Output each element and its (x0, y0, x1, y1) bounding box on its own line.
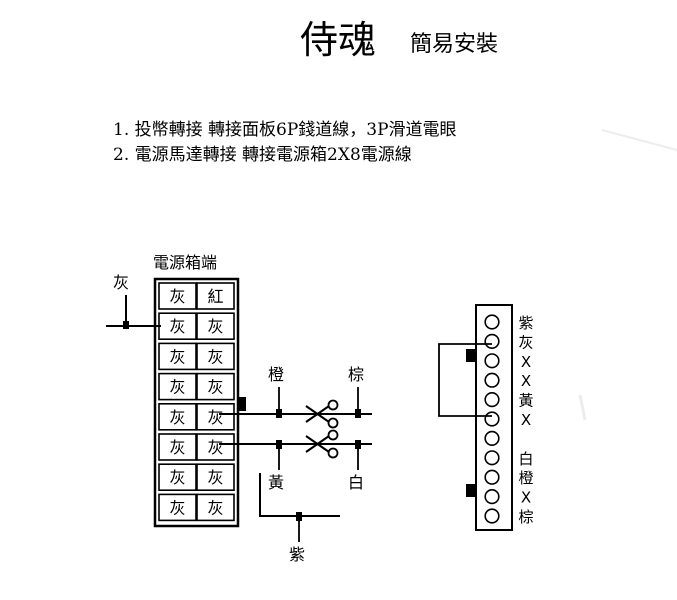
connector-pin (484, 450, 500, 466)
terminal-cell (196, 463, 235, 492)
terminal-cell-label: 灰 (169, 378, 185, 397)
install-step-1: 1. 投幣轉接 轉接面板6P錢道線，3P滑道電眼 (113, 120, 457, 140)
wire-yellow-joint (276, 440, 282, 449)
terminal-cell-label: 灰 (207, 347, 223, 366)
terminal-cell-label: 灰 (169, 317, 185, 336)
wire-purple-joint (296, 512, 302, 521)
connector-pin (484, 314, 500, 330)
connector-pin (484, 469, 500, 485)
connector-jumper (438, 343, 492, 417)
background-mark (578, 394, 587, 421)
wire-orange-joint (276, 409, 282, 418)
page-title: 侍魂 (300, 18, 377, 62)
terminal-cell (158, 402, 197, 431)
connector-marker-bottom (466, 484, 476, 497)
terminal-cell-label: 灰 (169, 468, 185, 487)
terminal-cell-label: 灰 (207, 498, 223, 517)
terminal-block-label: 電源箱端 (153, 253, 217, 272)
connector-pin-label: X (521, 411, 531, 429)
wire-label-orange: 橙 (268, 365, 284, 384)
terminal-block (153, 277, 240, 528)
terminal-cell-label: 灰 (169, 438, 185, 457)
terminal-cell (158, 372, 197, 401)
terminal-cell (158, 463, 197, 492)
terminal-cell-label: 灰 (207, 317, 223, 336)
terminal-cell (158, 312, 197, 341)
connector-pin-label: X (521, 489, 531, 507)
install-step-2: 2. 電源馬達轉接 轉接電源箱2X8電源線 (113, 145, 412, 165)
connector-pin (484, 333, 500, 350)
connector-pin (484, 489, 500, 505)
connector-pin-label: 黃 (518, 392, 533, 410)
terminal-cell-label: 灰 (207, 378, 223, 397)
terminal-cell-label: 灰 (207, 468, 223, 487)
connector-pin (484, 430, 500, 447)
connector-pin-label: 紫 (518, 314, 533, 332)
terminal-cell (196, 282, 235, 310)
connector-pin-label: 灰 (518, 333, 533, 351)
connector-pins (484, 314, 500, 524)
connector-pin-label: 橙 (518, 469, 533, 487)
connector-pin-label: 白 (518, 450, 533, 468)
terminal-cell-label: 灰 (169, 408, 185, 427)
terminal-cell-label: 灰 (207, 438, 223, 457)
terminal-cell-label: 灰 (169, 287, 185, 306)
terminal-cell (196, 493, 235, 522)
background-mark (601, 129, 677, 151)
block-marker (239, 397, 246, 411)
connector-pin-label: 棕 (518, 508, 533, 526)
terminal-cell (196, 372, 235, 401)
terminal-cell-label: 灰 (207, 408, 223, 427)
connector-pin-label: X (521, 353, 531, 371)
scissors-icon (305, 399, 339, 429)
page-subtitle: 簡易安裝 (410, 32, 499, 57)
terminal-cell-label: 灰 (169, 347, 185, 366)
terminal-cell (196, 312, 235, 341)
terminal-cell (158, 282, 197, 310)
scissors-icon (305, 429, 339, 459)
wire-purple (259, 473, 340, 517)
terminal-cell-label: 灰 (169, 498, 185, 517)
wire-label-purple: 紫 (289, 545, 305, 564)
wire-label-yellow: 黃 (268, 473, 284, 492)
wire-label-brown: 棕 (348, 365, 364, 384)
connector-marker-top (466, 349, 476, 362)
terminal-cell (158, 493, 197, 522)
wire-label-left: 灰 (113, 273, 129, 292)
wire-brown-joint (355, 409, 361, 418)
connector-pin (484, 392, 500, 408)
wire-label-white: 白 (348, 473, 364, 492)
connector-pin (484, 372, 500, 388)
terminal-cell (158, 433, 197, 461)
terminal-cell (196, 433, 235, 461)
connector-pin (484, 508, 500, 524)
wire-white-joint (355, 440, 361, 449)
wire-left-joint (123, 321, 129, 329)
terminal-cell-label: 紅 (207, 287, 223, 306)
terminal-cell (196, 402, 235, 431)
connector-pin-label: X (521, 372, 531, 390)
terminal-cell (158, 342, 197, 371)
terminal-cell (196, 342, 235, 371)
terminal-cells: 灰紅灰灰灰灰灰灰灰灰灰灰灰灰灰灰 (158, 282, 235, 522)
connector-pin (484, 353, 500, 369)
install-steps: 1. 投幣轉接 轉接面板6P錢道線，3P滑道電眼 2. 電源馬達轉接 轉接電源箱… (113, 118, 457, 168)
connector-pin (484, 411, 500, 427)
